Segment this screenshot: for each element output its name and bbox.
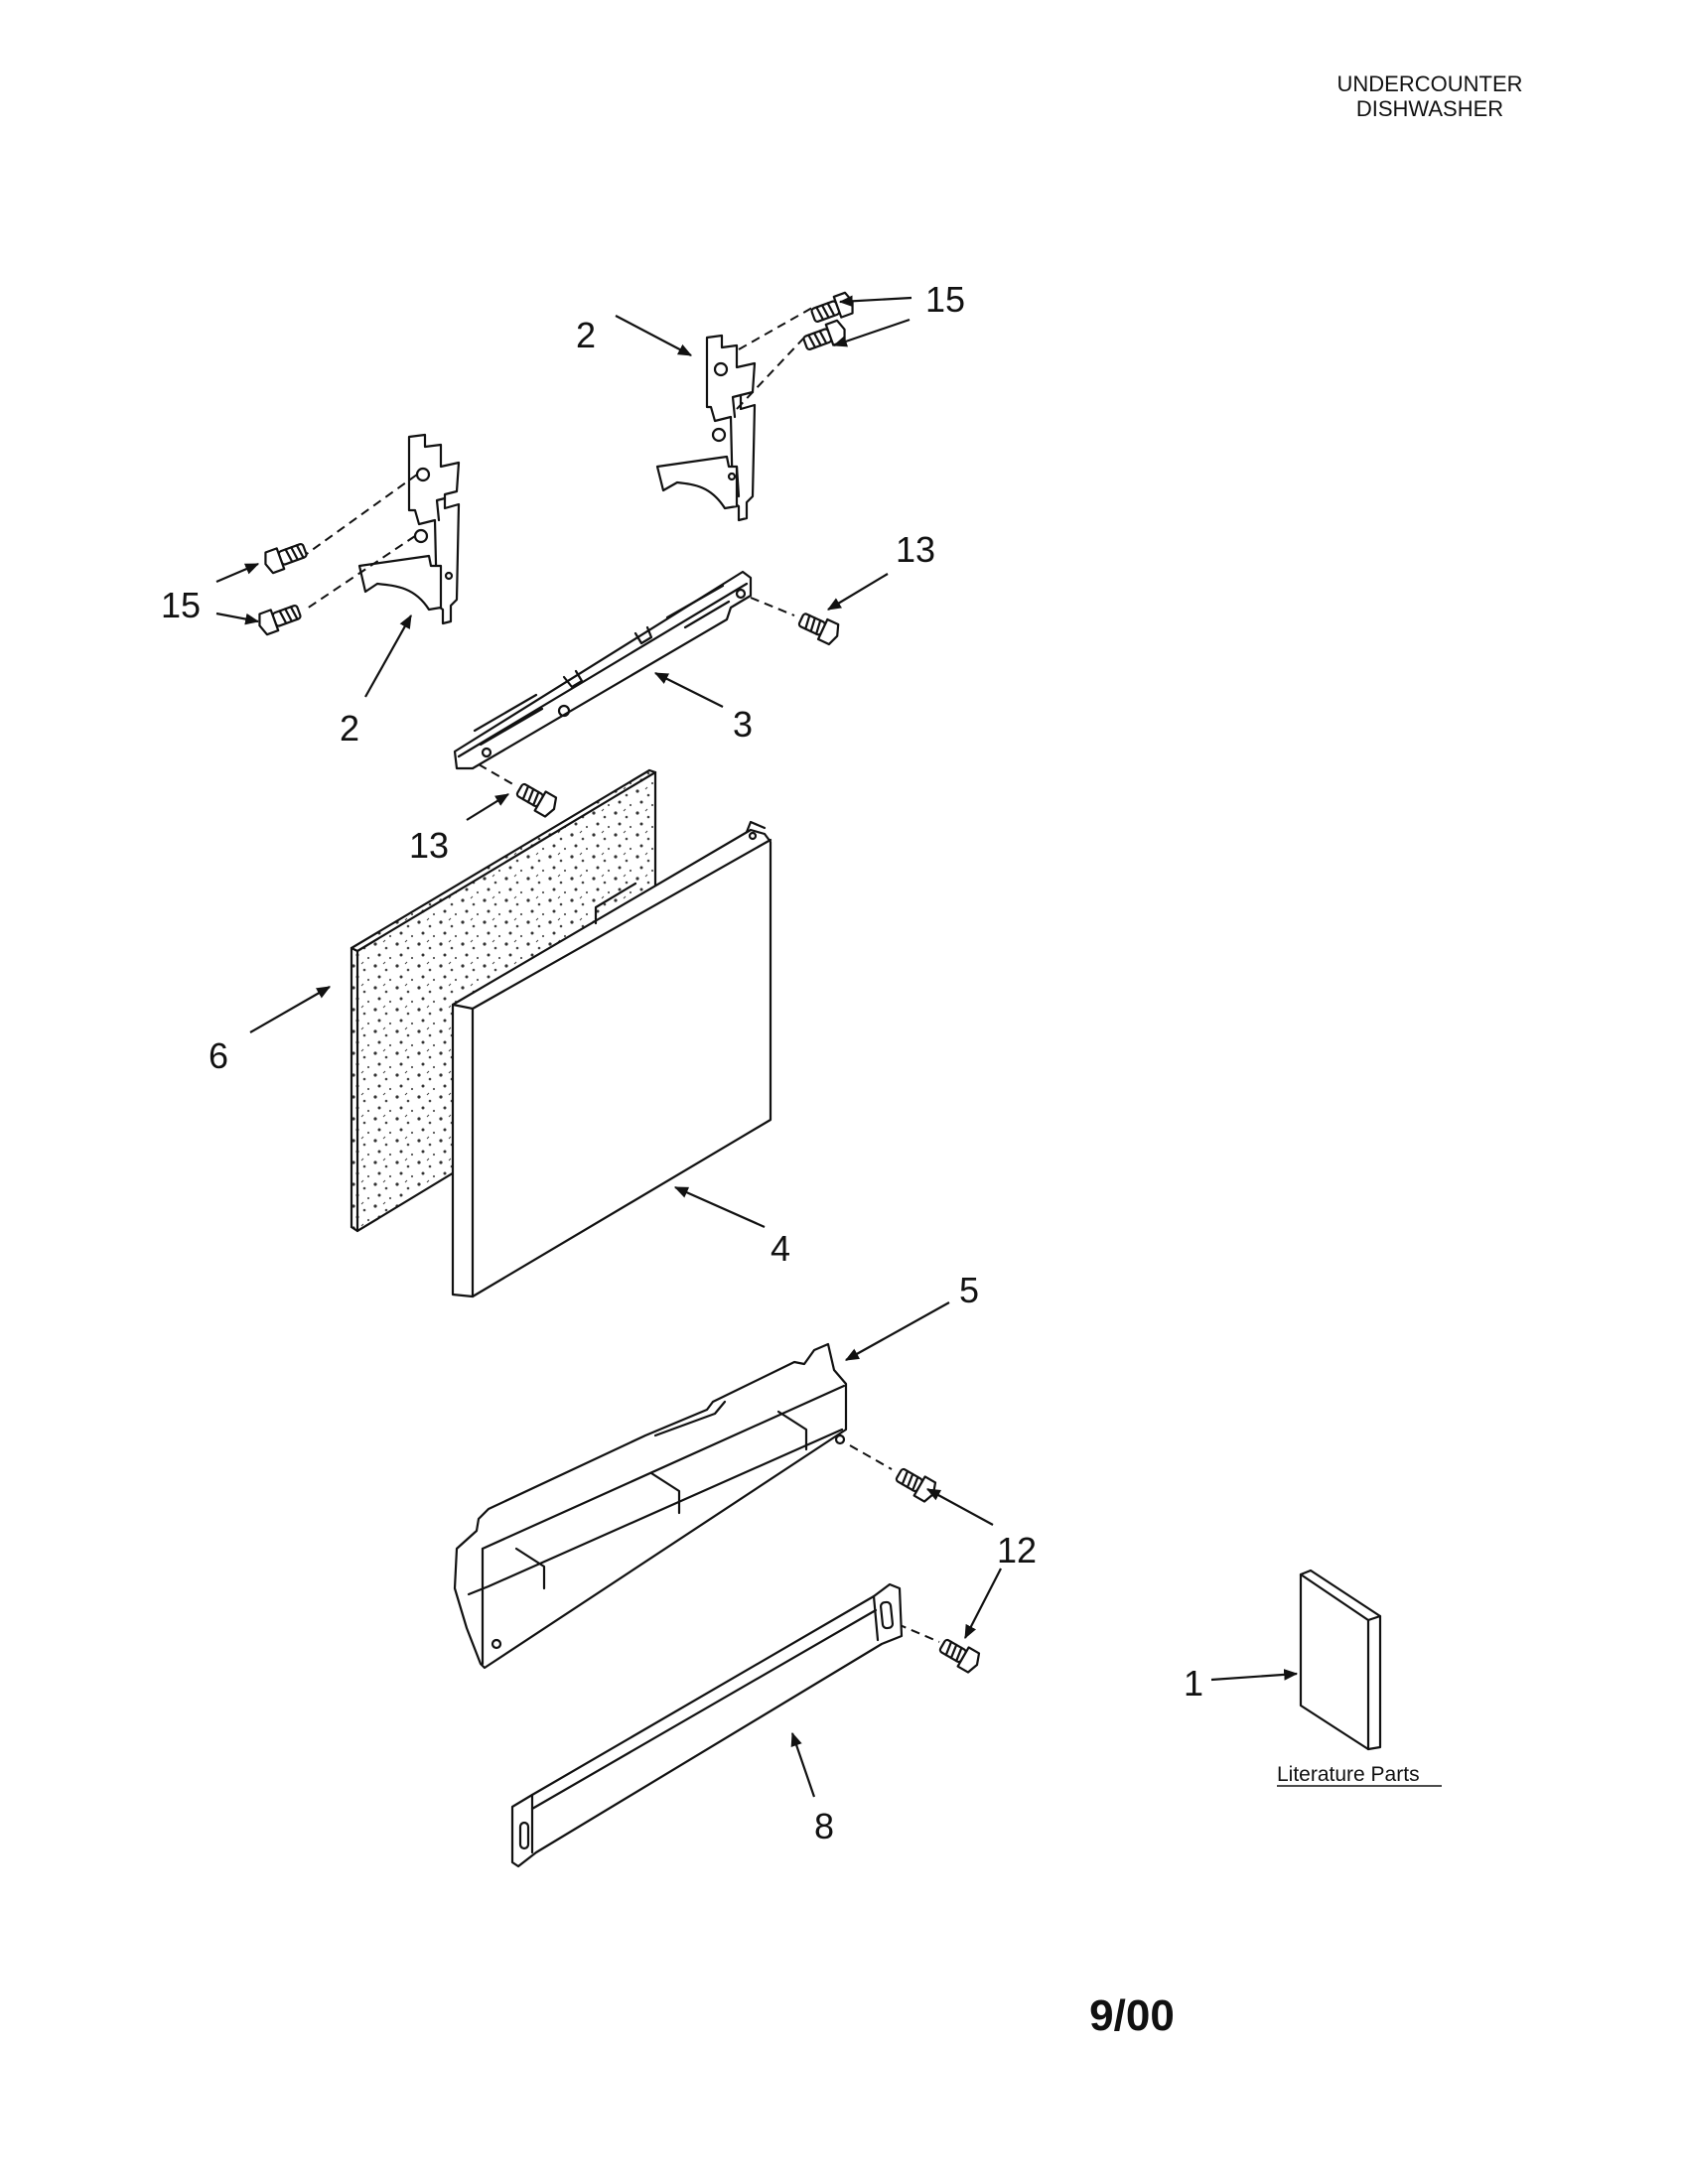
screws-15-lower: [258, 474, 418, 636]
screws-15-upper: [736, 291, 854, 410]
header-line-2: DISHWASHER: [1355, 96, 1504, 121]
literature-booklet: [1299, 1569, 1382, 1751]
screws-13: [478, 597, 840, 818]
callout-2-lower: 2: [340, 708, 359, 749]
hinge-bracket-left: [357, 433, 461, 625]
callout-15-lower: 15: [161, 585, 201, 625]
callout-5: 5: [959, 1270, 979, 1310]
callout-8: 8: [814, 1806, 834, 1846]
kick-plate: [510, 1582, 904, 1868]
door-panel: [451, 820, 772, 1298]
leader-lines: [215, 295, 1299, 1798]
callout-6: 6: [209, 1035, 228, 1076]
callout-1: 1: [1184, 1663, 1203, 1704]
callout-4: 4: [771, 1228, 790, 1269]
callout-numbers: 15 2 15 2 13 3 13 6 4 5 12 1 8 Literatur…: [161, 279, 1442, 1846]
mounting-bracket: [453, 570, 753, 770]
callout-3: 3: [733, 704, 753, 745]
literature-parts-caption: Literature Parts: [1277, 1763, 1420, 1786]
callout-13-left: 13: [409, 825, 449, 866]
header-line-1: UNDERCOUNTER: [1336, 71, 1523, 96]
revision-date: 9/00: [1089, 1991, 1175, 2040]
callout-2-upper: 2: [576, 315, 596, 355]
callout-12: 12: [997, 1530, 1037, 1570]
hinge-bracket-right: [655, 334, 757, 522]
callout-15-upper: 15: [925, 279, 965, 320]
callout-13-right: 13: [896, 529, 935, 570]
page-header: UNDERCOUNTER DISHWASHER: [1281, 71, 1579, 121]
toe-plate: [453, 1342, 848, 1670]
